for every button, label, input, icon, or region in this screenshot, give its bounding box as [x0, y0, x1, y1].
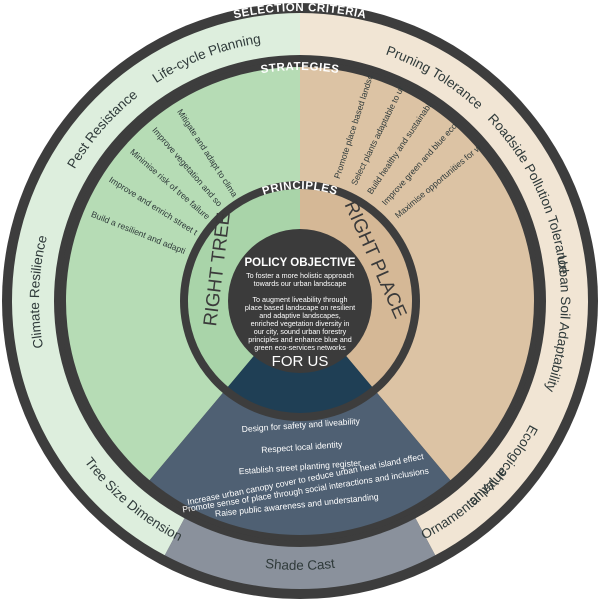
policy-line-1: To foster a more holistic approach: [246, 271, 354, 280]
policy-body-line: principles and enhance blue and: [248, 335, 352, 344]
principles-title: PRINCIPLES: [261, 180, 339, 198]
criteria-shade-cast: Shade Cast: [264, 556, 335, 573]
policy-body-line: place based landscape on resilient: [245, 303, 355, 312]
policy-objective-circle: [228, 229, 372, 373]
criteria-sector-tree: [12, 13, 301, 556]
policy-body-line: To augment liveability through: [252, 295, 347, 304]
policy-body-line: our city, sound urban forestry: [254, 327, 347, 336]
principle-for-us: FOR US: [272, 353, 329, 370]
policy-line-2: towards our urban landscape: [254, 279, 347, 288]
policy-body-line: and adaptive landscapes,: [259, 311, 341, 320]
criteria-sector-place: [300, 13, 589, 556]
policy-objective-title: POLICY OBJECTIVE: [245, 257, 356, 269]
strategies-title: STRATEGIES: [260, 61, 340, 76]
strategies-sector-tree: [65, 66, 300, 481]
strategies-sector-place: [300, 67, 534, 481]
criteria-sector-us: [164, 518, 436, 589]
policy-body-line: enriched vegetation diversity in: [251, 319, 350, 328]
policy-body-line: green eco-services networks: [254, 343, 346, 352]
